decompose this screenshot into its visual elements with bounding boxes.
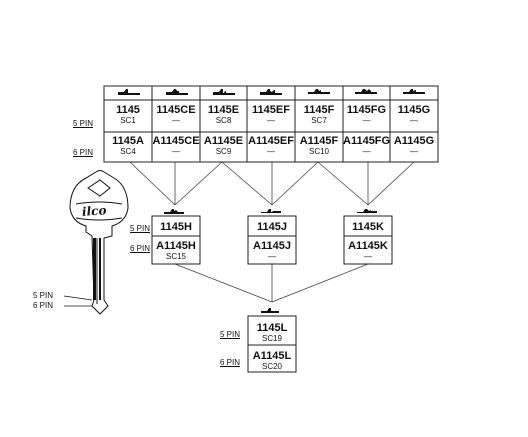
key-code: 1145FG: [346, 104, 387, 116]
keyway-profile-icon: [118, 89, 140, 95]
sc-code: SC10: [308, 147, 329, 156]
row-label-6pin: 6 PIN: [220, 358, 241, 367]
bottom-box-grid: [247, 315, 297, 373]
sc-code: —: [268, 252, 276, 261]
key-code: A1145J: [253, 240, 291, 252]
key-code: A1145F: [299, 135, 339, 147]
sc-code: SC19: [261, 334, 282, 343]
sc-code: —: [410, 116, 418, 125]
sc-code: —: [172, 116, 180, 125]
keyway-profile-icon: [308, 89, 330, 94]
keyway-profile-icon: [260, 89, 282, 95]
keyway-profile-icon: [213, 89, 235, 95]
sc-code: —: [267, 147, 275, 156]
key-code: A1145G: [393, 135, 435, 147]
key-code: A1145EF: [248, 135, 294, 147]
top-5pin-cell: 1145G—: [390, 104, 438, 125]
sc-code: SC20: [261, 362, 282, 371]
row-label-6pin: 6 PIN: [130, 244, 151, 253]
key-icon: [63, 170, 129, 315]
key-code: 1145J: [257, 221, 287, 233]
row-label-5pin: 5 PIN: [73, 119, 94, 128]
key-code: 1145E: [207, 104, 240, 116]
top-6pin-cell: A1145G—: [390, 135, 438, 156]
top-5pin-cell: 1145EF—: [247, 104, 295, 125]
key-code: 1145G: [397, 104, 431, 116]
middle-5pin-cell: 1145J: [248, 221, 296, 233]
connector: [221, 161, 273, 206]
top-6pin-cell: A1145FG—: [343, 135, 390, 156]
sc-code: —: [364, 252, 372, 261]
key-6pin-label: 6 PIN: [33, 301, 54, 310]
sc-code: —: [362, 116, 371, 125]
top-6pin-cell: A1145CE—: [152, 135, 200, 156]
key-code: A1145E: [203, 135, 244, 147]
connector: [174, 161, 223, 206]
connector: [367, 161, 415, 206]
connector: [317, 161, 369, 206]
key-code: 1145F: [303, 104, 335, 116]
key-code: 1145: [116, 104, 140, 116]
keyway-profile-icon: [403, 89, 425, 94]
top-5pin-cell: 1145CE—: [152, 104, 200, 125]
key-code: A1145L: [252, 350, 292, 362]
middle-5pin-cell: 1145H: [152, 221, 200, 233]
sc-code: —: [267, 116, 275, 125]
key-brand-logo: ilco: [81, 203, 107, 219]
bottom-6pin-cell: A1145L SC20: [248, 350, 296, 371]
sc-code: SC9: [215, 147, 232, 156]
key-code: 1145EF: [252, 104, 290, 116]
key-code: A1145CE: [152, 135, 200, 147]
middle-box-grid: [151, 215, 393, 265]
key-5pin-label: 5 PIN: [33, 291, 54, 300]
bottom-5pin-cell: 1145L SC19: [248, 322, 296, 343]
sc-code: —: [172, 147, 180, 156]
connector: [271, 263, 369, 303]
keyway-profile-icon: [261, 209, 281, 213]
key-code: A1145K: [348, 240, 388, 252]
key-code: 1145A: [112, 135, 144, 147]
key-code: 1145CE: [156, 104, 196, 116]
key-code: A1145H: [156, 240, 196, 252]
middle-5pin-cell: 1145K: [344, 221, 392, 233]
top-5pin-cell: 1145FG—: [343, 104, 390, 125]
top-table-grid: [103, 85, 439, 163]
sc-code: —: [410, 147, 418, 156]
connector: [271, 161, 319, 206]
key-code: 1145L: [256, 322, 288, 334]
keyway-profile-icon: [357, 209, 377, 213]
sc-code: SC15: [165, 252, 186, 261]
sc-code: SC8: [215, 116, 232, 125]
sc-code: —: [362, 147, 371, 156]
top-6pin-cell: A1145EF—: [247, 135, 295, 156]
row-label-6pin: 6 PIN: [73, 148, 94, 157]
row-label-5pin: 5 PIN: [220, 330, 241, 339]
row-label-5pin: 5 PIN: [130, 224, 151, 233]
keyway-profile-icon: [164, 209, 184, 214]
connector: [174, 263, 273, 303]
sc-code: SC7: [311, 116, 327, 125]
sc-code: SC4: [120, 147, 136, 156]
sc-code: SC1: [120, 116, 136, 125]
key-code: A1145FG: [343, 135, 391, 147]
keyway-profile-icon: [166, 89, 188, 95]
connector: [129, 161, 176, 206]
keyway-profile-icons: [118, 89, 425, 313]
middle-6pin-cell: A1145K—: [344, 240, 392, 261]
key-code: 1145H: [160, 221, 192, 233]
keyway-profile-icon: [261, 308, 279, 313]
middle-6pin-cell: A1145J—: [248, 240, 296, 261]
keyway-profile-icon: [355, 89, 377, 94]
key-code: 1145K: [352, 221, 384, 233]
